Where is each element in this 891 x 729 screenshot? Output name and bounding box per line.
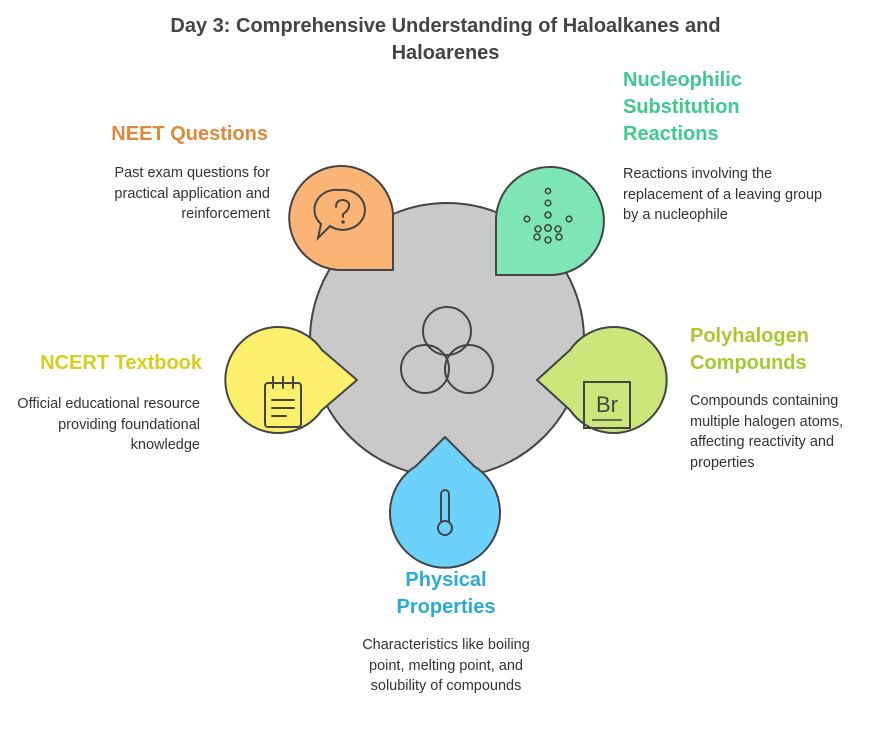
polyhalogen-description: Compounds containing multiple halogen at… bbox=[690, 393, 844, 471]
physical-heading: Physical Properties bbox=[396, 569, 496, 618]
ncert-pin-shape bbox=[224, 326, 358, 434]
bromine-symbol: Br bbox=[596, 392, 618, 417]
neet-heading: NEET Questions bbox=[111, 123, 268, 145]
physical-pin-shape bbox=[389, 436, 501, 569]
notepad-icon bbox=[264, 376, 302, 428]
thermometer-icon bbox=[437, 489, 453, 536]
physical-description: Characteristics like boiling point, melt… bbox=[362, 637, 530, 694]
ncert-heading: NCERT Textbook bbox=[40, 352, 202, 374]
question-chat-icon bbox=[313, 188, 366, 242]
polyhalogen-heading: Polyhalogen Compounds bbox=[690, 325, 809, 374]
ncert-description: Official educational resource providing … bbox=[17, 396, 200, 453]
polyhalogen-pin-shape bbox=[536, 326, 668, 434]
dots-arrow-icon bbox=[523, 187, 573, 244]
page-title: Day 3: Comprehensive Understanding of Ha… bbox=[170, 15, 721, 64]
nucleophilic-description: Reactions involving the replacement of a… bbox=[623, 166, 823, 223]
neet-pin-shape bbox=[288, 165, 394, 272]
bromine-element-icon: Br bbox=[583, 381, 631, 429]
nucleophilic-heading: Nucleophilic Substitution Reactions bbox=[623, 69, 742, 145]
nucleophilic-pin-shape bbox=[495, 166, 605, 276]
neet-description: Past exam questions for practical applic… bbox=[114, 165, 270, 222]
three-circles-venn-icon bbox=[400, 306, 494, 394]
